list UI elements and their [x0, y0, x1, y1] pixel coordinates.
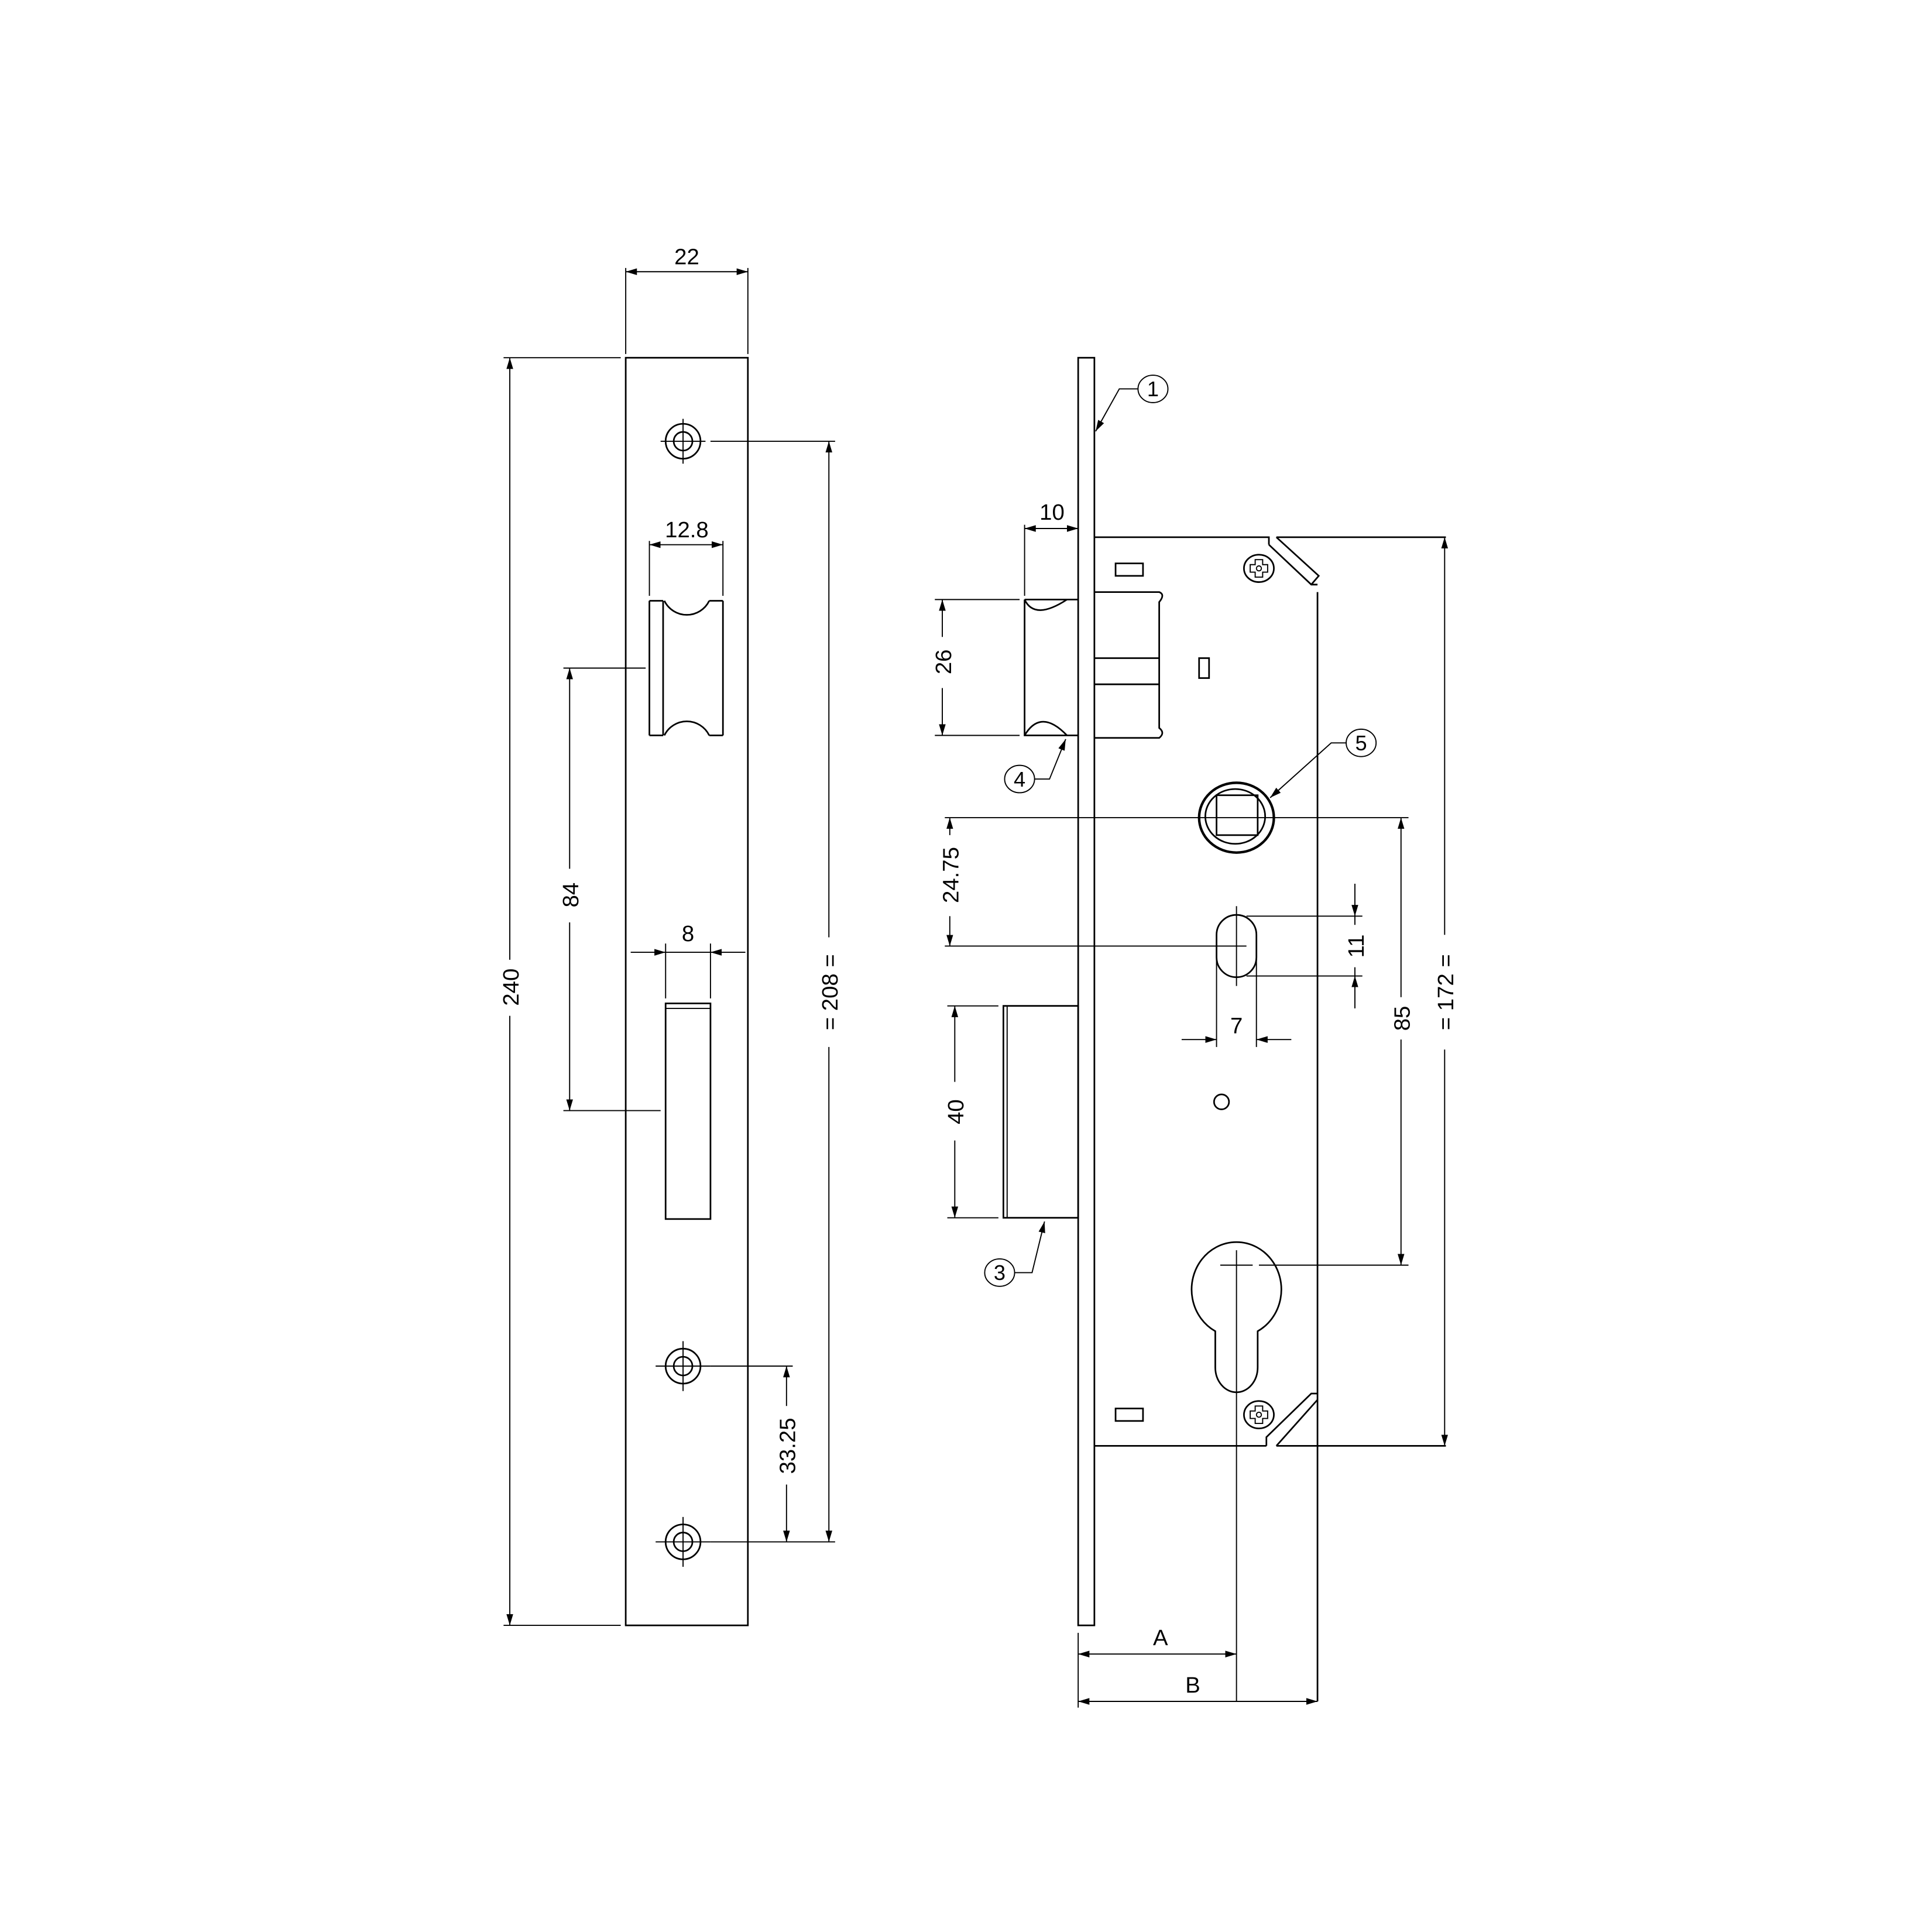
- svg-text:1: 1: [1147, 377, 1159, 401]
- dim-label-8: 8: [682, 921, 694, 946]
- dim-label-a: A: [1153, 1625, 1168, 1650]
- dim-label-b: B: [1185, 1673, 1200, 1698]
- svg-text:5: 5: [1356, 731, 1367, 755]
- dim-bolt-height: 40: [943, 1005, 998, 1219]
- dim-label-240: 240: [499, 969, 524, 1006]
- callout-3: 3: [984, 1221, 1045, 1287]
- dim-center-distance: 85: [1390, 818, 1415, 1265]
- cylinder-hole: [1190, 1241, 1282, 1702]
- dim-label-172: = 172 =: [1433, 954, 1459, 1030]
- screw-hole-middle: [656, 1341, 711, 1391]
- lock-body: [1094, 536, 1446, 1702]
- deadbolt: [1003, 1005, 1079, 1219]
- dim-label-10: 10: [1039, 500, 1065, 525]
- dim-slot-width: 7: [1181, 957, 1292, 1047]
- dim-spindle-offset: 24.75: [939, 818, 964, 946]
- callout-5: 5: [1269, 728, 1377, 798]
- svg-text:4: 4: [1014, 767, 1025, 791]
- dim-label-26: 26: [931, 650, 956, 675]
- latch-bolt: [1024, 598, 1079, 736]
- dim-latch-width: 12.8: [648, 517, 724, 596]
- faceplate-outline: [624, 356, 749, 1626]
- dim-body-height: = 172 =: [1433, 537, 1459, 1446]
- screw-hole-bottom: [656, 1516, 711, 1567]
- dim-body-depth: B: [1078, 1673, 1318, 1705]
- dim-screw-span: = 208 =: [710, 440, 843, 1543]
- dim-faceplate-width: 22: [625, 244, 749, 354]
- dim-label-12-8: 12.8: [665, 517, 709, 543]
- dim-label-208: = 208 =: [818, 954, 843, 1030]
- latch-bolt-inner: [1094, 591, 1164, 739]
- side-view: 10 26 24.75 11: [931, 356, 1459, 1708]
- dim-faceplate-height: 240: [499, 357, 621, 1626]
- small-hole: [1213, 1093, 1230, 1110]
- faceplate-view: 22 240 = 208 = 12.8: [499, 244, 843, 1626]
- body-slot-middle: [1198, 657, 1210, 679]
- dim-label-84: 84: [558, 883, 584, 908]
- body-slot-bottom: [1114, 1408, 1144, 1422]
- svg-text:3: 3: [994, 1261, 1006, 1285]
- screw-hole-top: [660, 418, 706, 464]
- dim-backset: A: [1077, 1625, 1237, 1708]
- dim-label-24-75: 24.75: [939, 847, 964, 903]
- body-slot-top: [1114, 562, 1144, 577]
- dim-label-7: 7: [1230, 1014, 1243, 1039]
- dim-bolt-width: 8: [630, 921, 746, 998]
- dim-label-22: 22: [674, 244, 699, 269]
- dim-latch-projection: 10: [1024, 500, 1079, 596]
- deadbolt-slot: [664, 1003, 712, 1220]
- callout-1: 1: [1095, 375, 1169, 432]
- dim-label-33-25: 33.25: [775, 1418, 801, 1474]
- latch-cutout: [648, 600, 724, 736]
- front-plate: [1077, 356, 1096, 1626]
- dim-slot-height: 11: [1246, 883, 1369, 1008]
- dim-label-11: 11: [1344, 935, 1369, 958]
- dim-latch-height: 26: [931, 599, 1020, 736]
- dim-label-40: 40: [943, 1099, 969, 1124]
- dim-latch-to-bolt: 84: [558, 667, 661, 1111]
- phillips-screw-bottom: [1243, 1400, 1275, 1429]
- callout-4: 4: [1004, 739, 1066, 794]
- phillips-screw-top: [1243, 554, 1275, 583]
- dim-label-85: 85: [1390, 1006, 1415, 1031]
- dim-lower-screw-spacing: 33.25: [710, 1365, 801, 1542]
